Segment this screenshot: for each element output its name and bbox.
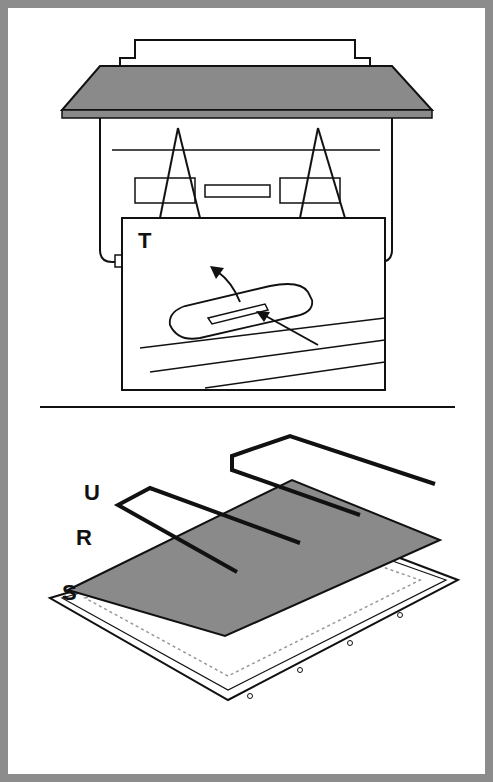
part-letter: T — [138, 230, 151, 252]
part-letter: R — [76, 527, 92, 549]
part-letter: U — [84, 482, 100, 504]
part-letter: S — [62, 582, 77, 604]
